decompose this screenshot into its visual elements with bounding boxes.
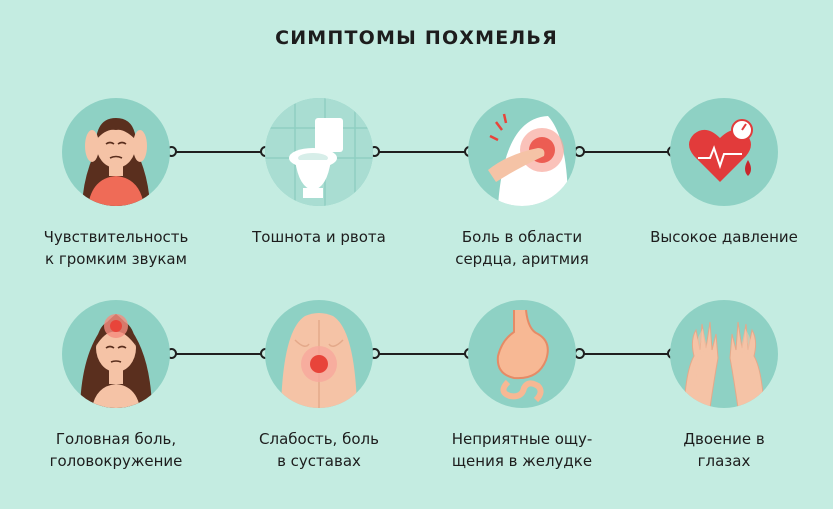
connector-line — [578, 353, 673, 355]
symptom-label: Головная боль, головокружение — [49, 430, 183, 470]
symptom-label: Слабость, боль в суставах — [259, 430, 379, 470]
symptom-label: Чувствительность к громким звукам — [43, 228, 189, 268]
chest-pain-icon — [468, 98, 576, 206]
heart-pressure-icon — [670, 98, 778, 206]
page-title: СИМПТОМЫ ПОХМЕЛЬЯ — [275, 27, 558, 49]
connector-line — [170, 151, 265, 153]
headache-icon — [62, 300, 170, 408]
connector-line — [374, 151, 469, 153]
symptom-label: Тошнота и рвота — [252, 228, 386, 246]
symptom-label: Высокое давление — [650, 228, 798, 246]
symptom-label: Боль в области сердца, аритмия — [455, 228, 589, 268]
connector-line — [170, 353, 265, 355]
hands-icon — [670, 300, 778, 408]
head-hold-icon — [62, 98, 170, 206]
connector-line — [374, 353, 469, 355]
symptoms-row-1: Чувствительность к громким звукам Тошнот… — [0, 90, 833, 268]
symptoms-row-2: Головная боль, головокружение Слабость, … — [0, 292, 833, 470]
symptom-label: Неприятные ощу- щения в желудке — [451, 430, 593, 470]
back-pain-icon — [265, 300, 373, 408]
stomach-icon — [468, 300, 576, 408]
connector-line — [578, 151, 673, 153]
toilet-icon — [265, 98, 373, 206]
symptom-label: Двоение в глазах — [683, 430, 765, 470]
